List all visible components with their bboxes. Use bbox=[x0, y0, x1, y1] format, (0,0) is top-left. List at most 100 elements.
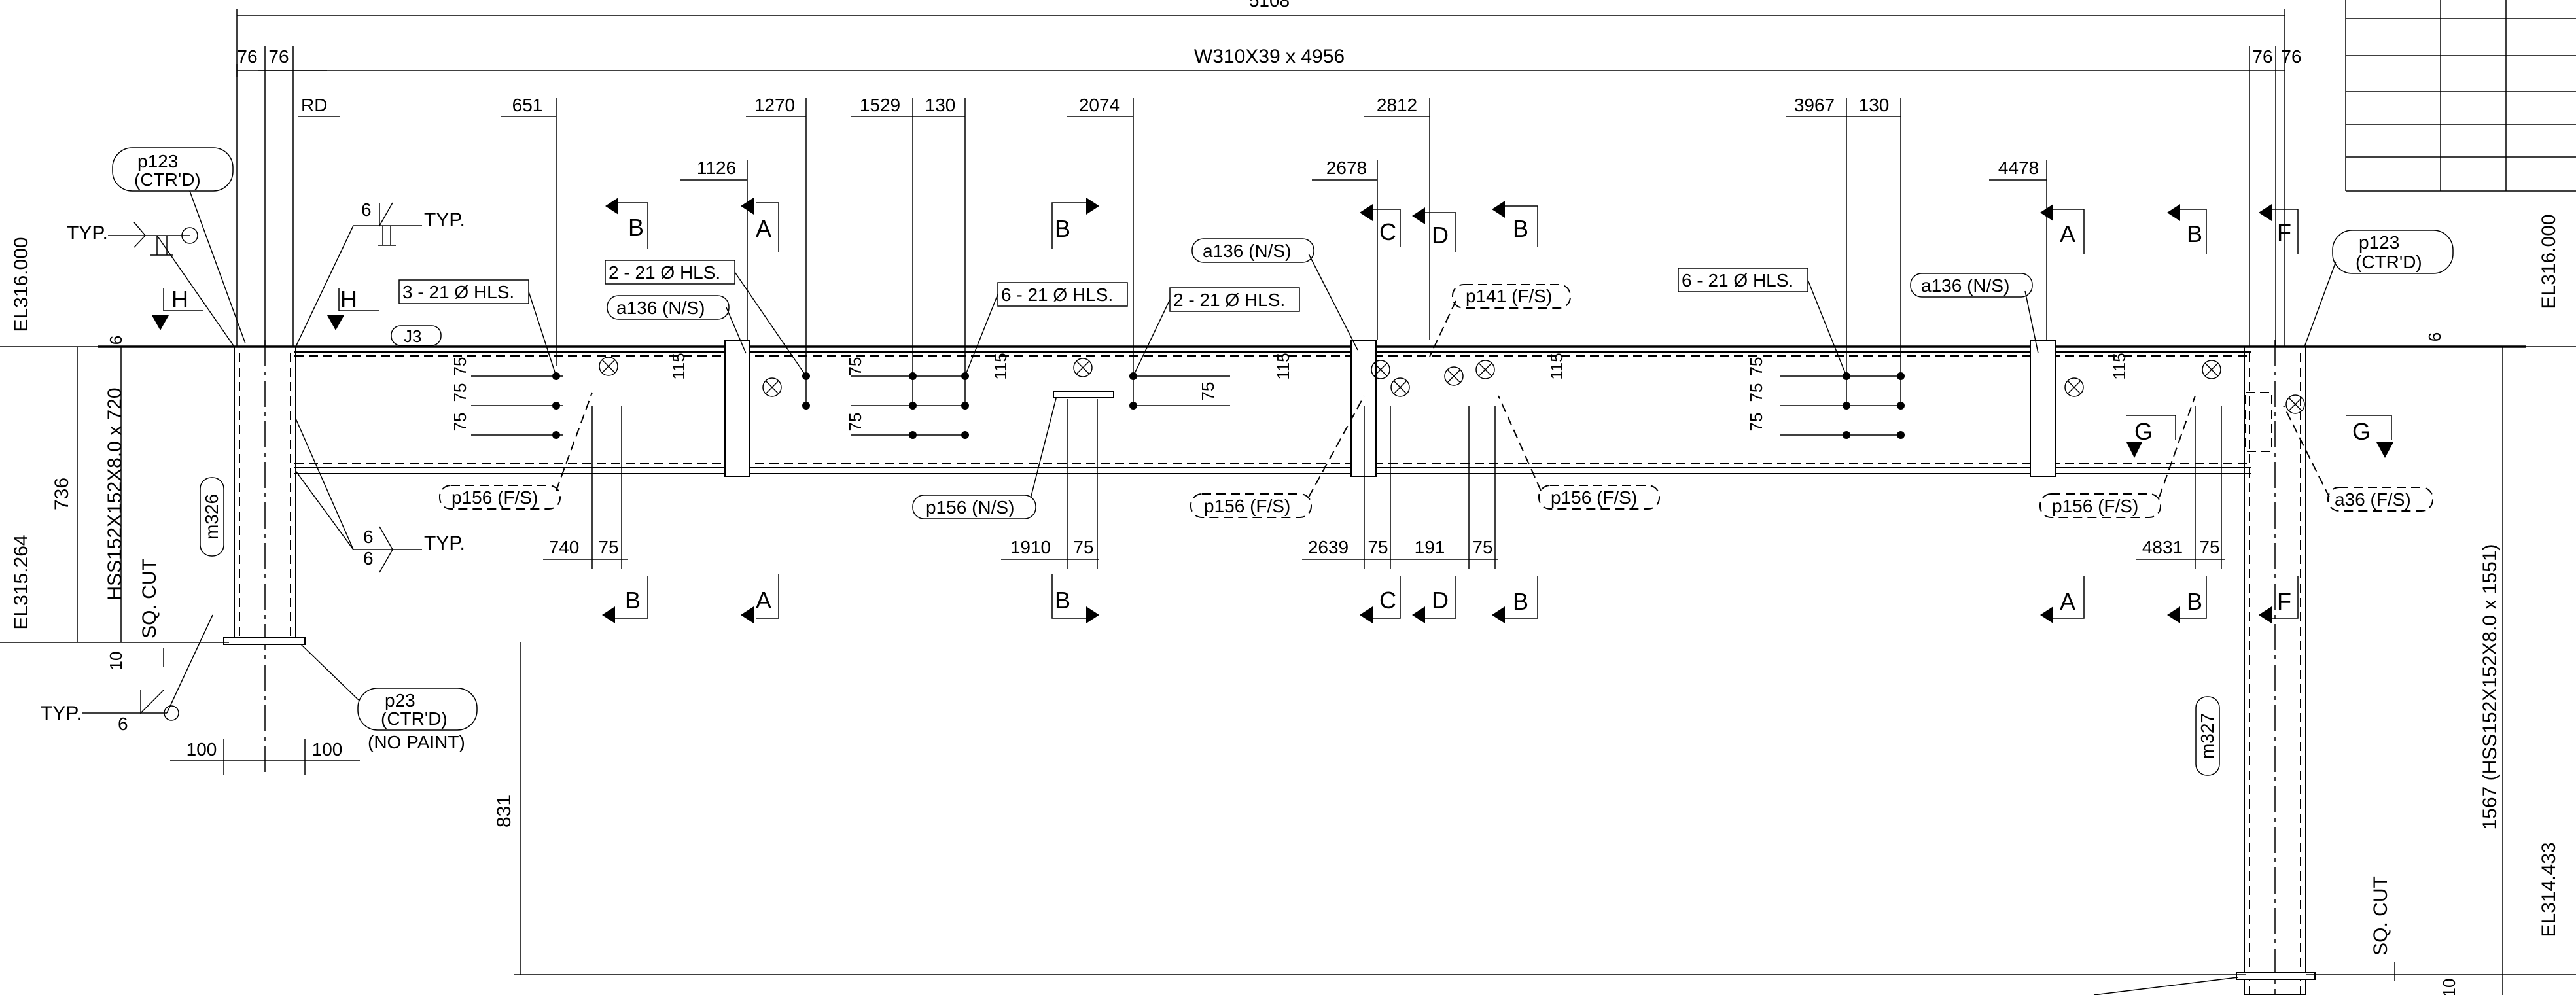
hole[interactable] bbox=[909, 372, 917, 380]
callout-p123-left[interactable]: p123 (CTR'D) bbox=[112, 147, 246, 344]
hole[interactable] bbox=[552, 402, 560, 410]
callout-holes-6[interactable]: 6 - 21 Ø HLS. bbox=[964, 282, 1128, 377]
callout-p123-right[interactable]: p123 (CTR'D) bbox=[2304, 230, 2454, 347]
svg-text:10: 10 bbox=[2439, 979, 2459, 995]
section-mark-b[interactable]: B bbox=[2167, 576, 2207, 623]
svg-text:A: A bbox=[756, 587, 771, 614]
callout-p156-fs[interactable]: p156 (F/S) bbox=[2039, 395, 2196, 518]
svg-text:115: 115 bbox=[1547, 353, 1566, 379]
left-vertical-dimensions: EL316.000 EL315.264 736 6 10 HSS152X152X… bbox=[0, 237, 229, 670]
beam-mark-length: W310X39 x 4956 bbox=[1194, 46, 1345, 67]
hole[interactable] bbox=[909, 402, 917, 410]
svg-text:G: G bbox=[2134, 418, 2153, 445]
section-mark-d[interactable]: D bbox=[1412, 576, 1456, 623]
hole[interactable] bbox=[1897, 402, 1905, 410]
svg-text:B: B bbox=[625, 587, 641, 614]
section-mark-b[interactable]: B bbox=[602, 576, 648, 623]
svg-text:B: B bbox=[628, 214, 644, 241]
svg-text:191: 191 bbox=[1415, 537, 1445, 557]
callout-holes-2[interactable]: 2 - 21 Ø HLS. bbox=[605, 260, 807, 377]
hole[interactable] bbox=[909, 431, 917, 439]
svg-text:75: 75 bbox=[1746, 413, 1766, 432]
section-markers[interactable]: B A B C D B A B F B A B C D B A B F H H … bbox=[152, 198, 2393, 623]
svg-text:1126: 1126 bbox=[697, 158, 736, 178]
svg-text:6: 6 bbox=[118, 714, 128, 734]
callout-p156-fs[interactable]: p156 (F/S) bbox=[439, 392, 593, 510]
hole[interactable] bbox=[961, 431, 969, 439]
section-mark-b[interactable]: B bbox=[605, 198, 648, 249]
callout-a136-mid[interactable]: a136 (N/S) bbox=[1191, 238, 1358, 351]
hole-patterns[interactable] bbox=[471, 372, 1905, 439]
svg-text:B: B bbox=[1055, 215, 1070, 242]
svg-text:75: 75 bbox=[1746, 357, 1766, 376]
section-mark-h[interactable]: H bbox=[152, 286, 203, 330]
svg-text:TYP.: TYP. bbox=[424, 209, 465, 231]
svg-text:75: 75 bbox=[2199, 537, 2219, 557]
part-callouts[interactable]: p123 (CTR'D) p123 (CTR'D) 3 - 21 Ø HLS. … bbox=[112, 147, 2454, 752]
section-mark-d[interactable]: D bbox=[1412, 207, 1456, 252]
svg-text:A: A bbox=[2060, 588, 2075, 615]
svg-text:1270: 1270 bbox=[754, 95, 795, 115]
callout-holes-6[interactable]: 6 - 21 Ø HLS. bbox=[1678, 268, 1847, 377]
callout-a36-fs[interactable]: a36 (F/S) bbox=[2283, 405, 2433, 512]
section-mark-a[interactable]: A bbox=[741, 574, 779, 623]
section-mark-f[interactable]: F bbox=[2259, 576, 2299, 623]
section-mark-g[interactable]: G bbox=[2346, 415, 2393, 458]
svg-text:75: 75 bbox=[450, 357, 470, 376]
callout-holes-3[interactable]: 3 - 21 Ø HLS. bbox=[398, 279, 557, 377]
callout-a136-left[interactable]: a136 (N/S) bbox=[607, 295, 747, 354]
callout-p156-ns[interactable]: p156 (N/S) bbox=[912, 395, 1057, 519]
svg-text:75: 75 bbox=[845, 357, 865, 376]
callout-p23[interactable]: p23 (CTR'D) (NO PAINT) bbox=[300, 644, 478, 752]
section-mark-a[interactable]: A bbox=[2040, 204, 2085, 254]
section-mark-f[interactable]: F bbox=[2259, 204, 2299, 254]
section-mark-b[interactable]: B bbox=[1051, 198, 1099, 249]
svg-text:B: B bbox=[1513, 215, 1528, 242]
svg-text:75: 75 bbox=[450, 383, 470, 402]
section-mark-b[interactable]: B bbox=[1492, 576, 1538, 623]
dim-76-d: 76 bbox=[2281, 46, 2301, 67]
svg-text:2074: 2074 bbox=[1079, 95, 1120, 115]
svg-text:6 - 21 Ø HLS.: 6 - 21 Ø HLS. bbox=[1001, 285, 1113, 305]
section-mark-a[interactable]: A bbox=[2040, 576, 2085, 623]
section-mark-b[interactable]: B bbox=[2167, 204, 2207, 254]
section-mark-g[interactable]: G bbox=[2126, 415, 2176, 458]
dim-5108: 5108 bbox=[1249, 0, 1290, 10]
svg-text:B: B bbox=[2187, 220, 2202, 247]
section-mark-c[interactable]: C bbox=[1360, 576, 1401, 623]
section-mark-a[interactable]: A bbox=[741, 198, 779, 252]
callout-holes-2[interactable]: 2 - 21 Ø HLS. bbox=[1133, 287, 1300, 377]
hole[interactable] bbox=[1897, 431, 1905, 439]
section-mark-b[interactable]: B bbox=[1492, 201, 1538, 247]
callout-p156-fs[interactable]: p156 (F/S) bbox=[1498, 395, 1660, 510]
callout-p156-fs[interactable]: p156 (F/S) bbox=[1190, 395, 1365, 518]
callout-j3[interactable]: J3 bbox=[391, 325, 442, 346]
hole[interactable] bbox=[1843, 431, 1850, 439]
svg-text:F: F bbox=[2277, 219, 2291, 246]
hole[interactable] bbox=[1897, 372, 1905, 380]
svg-text:2812: 2812 bbox=[1377, 95, 1417, 115]
beam-length-dimension: W310X39 x 4956 76 76 76 76 RD bbox=[236, 46, 2302, 347]
bottom-location-dimensions: 740 75 1910 75 2639 75 191 75 4831 75 bbox=[543, 399, 2225, 569]
hole[interactable] bbox=[1843, 402, 1850, 410]
svg-text:G: G bbox=[2352, 418, 2371, 445]
svg-text:75: 75 bbox=[1472, 537, 1492, 557]
callout-a136-right[interactable]: a136 (N/S) bbox=[1910, 273, 2039, 354]
hole[interactable] bbox=[802, 402, 810, 410]
section-mark-h[interactable]: H bbox=[327, 286, 379, 330]
left-column-mark-label[interactable]: m326 bbox=[200, 477, 224, 557]
section-mark-c[interactable]: C bbox=[1360, 204, 1401, 247]
right-column-mark-label[interactable]: m327 bbox=[2195, 696, 2220, 776]
hole[interactable] bbox=[1129, 402, 1137, 410]
section-mark-b[interactable]: B bbox=[1051, 574, 1099, 623]
svg-text:F: F bbox=[2277, 588, 2291, 615]
svg-text:p123: p123 bbox=[137, 151, 178, 171]
hole[interactable] bbox=[552, 431, 560, 439]
svg-text:831: 831 bbox=[493, 795, 515, 828]
hole[interactable] bbox=[961, 402, 969, 410]
callout-p141[interactable]: p141 (F/S) bbox=[1429, 284, 1571, 357]
right-column bbox=[2236, 340, 2316, 995]
weld-symbols: TYP. 6 TYP. 6 6 TYP. TYP. 6 bbox=[41, 200, 465, 734]
svg-text:115: 115 bbox=[2109, 353, 2129, 379]
svg-text:75: 75 bbox=[1746, 383, 1766, 402]
